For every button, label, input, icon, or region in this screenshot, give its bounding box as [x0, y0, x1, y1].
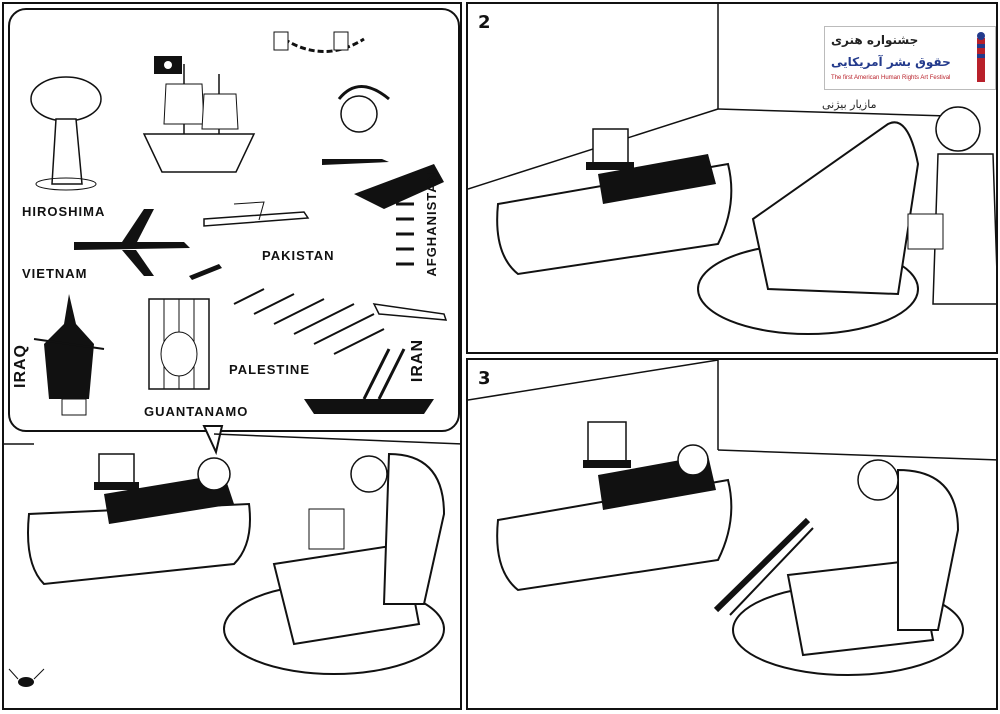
- fly-icon: [8, 668, 45, 687]
- label-vietnam: VIETNAM: [22, 266, 88, 281]
- native-headdress-icon: [337, 85, 390, 133]
- label-guantanamo: GUANTANAMO: [144, 404, 249, 419]
- cage-icon: [148, 298, 210, 390]
- panel-3-drawing: [468, 360, 996, 676]
- label-iran: IRAN: [409, 339, 426, 383]
- doctor-head-icon: [935, 106, 981, 152]
- psychiatrist-chair: [223, 452, 446, 675]
- statue-icon: [977, 32, 985, 82]
- label-palestine: PALESTINE: [229, 362, 310, 377]
- panel-3: 3: [466, 358, 998, 710]
- festival-logo: جشنواره هنری حقوق بشر آمریکایی The first…: [824, 26, 996, 90]
- doctor-head-icon: [857, 459, 899, 501]
- panel-2: 2 جشنواره هنری حقوق بشر آمریکایی The fir…: [466, 2, 998, 354]
- panel-1: HIROSHIMA VIETNAM PAKISTAN AFGHANISTAN I…: [2, 2, 462, 710]
- chains-icon: [273, 31, 365, 53]
- festival-title: جشنواره هنری: [831, 33, 919, 47]
- festival-subtitle: حقوق بشر آمریکایی: [831, 55, 951, 69]
- label-pakistan: PAKISTAN: [262, 248, 335, 263]
- hooded-prisoner-icon: [33, 294, 105, 416]
- stealth-bomber-icon: [354, 164, 444, 209]
- author-name: مازیار بیژنی: [822, 98, 877, 111]
- label-iraq: IRAQ: [12, 344, 29, 388]
- knife-icon: [322, 159, 389, 165]
- bomber-plane-icon: [74, 209, 190, 276]
- palestine-hatching: [233, 288, 385, 355]
- pirate-ship-icon: [142, 56, 256, 173]
- drone-icon: [203, 201, 310, 227]
- fighter-jet-icon: [372, 303, 448, 321]
- mushroom-cloud-icon: [30, 76, 102, 191]
- label-afghanistan: AFGHANISTAN: [424, 172, 439, 277]
- warship-icon: [304, 348, 434, 414]
- bomb-lines: [396, 202, 414, 266]
- panel-number-2: 2: [478, 12, 491, 33]
- label-hiroshima: HIROSHIMA: [22, 204, 106, 219]
- cane-icon: [713, 517, 811, 613]
- panel-1-drawing: [4, 31, 460, 687]
- panel-2-drawing: [468, 4, 996, 335]
- uncle-sam-couch: [27, 453, 251, 586]
- festival-english: The first American Human Rights Art Fest…: [831, 75, 951, 81]
- panel-number-3: 3: [478, 368, 491, 389]
- missile-icon: [189, 264, 222, 280]
